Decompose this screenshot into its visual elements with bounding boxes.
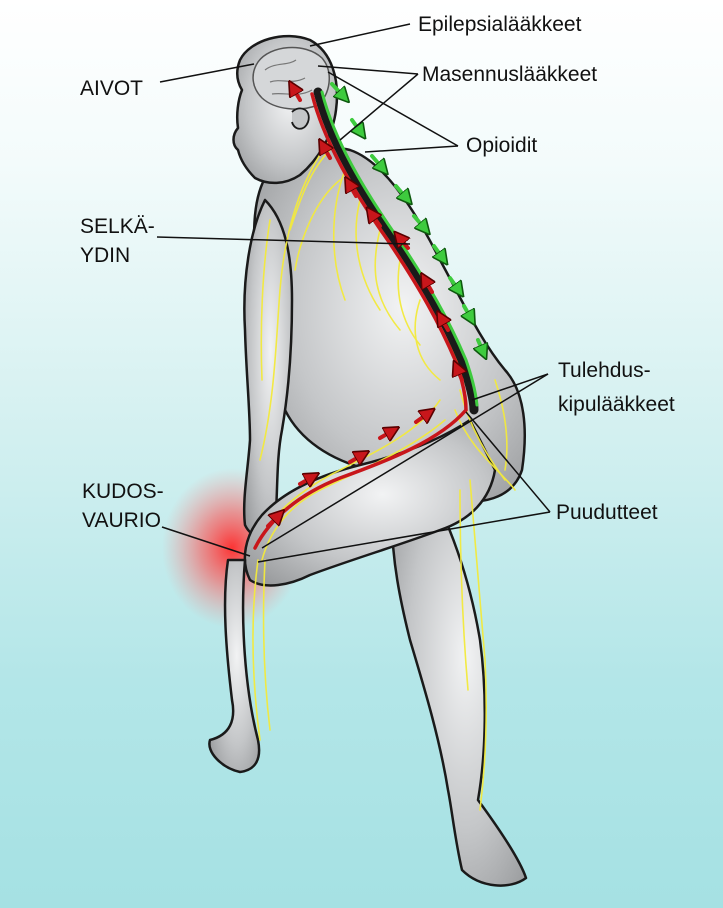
label-tulehduskipulaakkeet-line2: kipulääkkeet [558, 392, 675, 417]
label-selka-ydin-line2: YDIN [80, 243, 130, 268]
label-kudosvaurio-line2: VAURIO [82, 508, 161, 533]
ear [292, 108, 309, 128]
label-epilepsialaakkeet: Epilepsialääkkeet [418, 12, 581, 37]
label-selka-ydin-line1: SELKÄ- [80, 214, 155, 239]
leader-epilepsialaakkeet [310, 24, 410, 46]
human-figure [209, 36, 526, 885]
label-tulehduskipulaakkeet-line1: Tulehdus- [558, 358, 651, 383]
label-aivot: AIVOT [80, 76, 143, 101]
label-masennuslaakkeet: Masennuslääkkeet [422, 62, 597, 87]
label-kudosvaurio-line1: KUDOS- [82, 479, 164, 504]
leader-masennuslaakkeet-b [340, 74, 418, 140]
leader-opioidit-b [365, 146, 458, 152]
label-puudutteet: Puudutteet [556, 500, 658, 525]
label-opioidit: Opioidit [466, 133, 537, 158]
